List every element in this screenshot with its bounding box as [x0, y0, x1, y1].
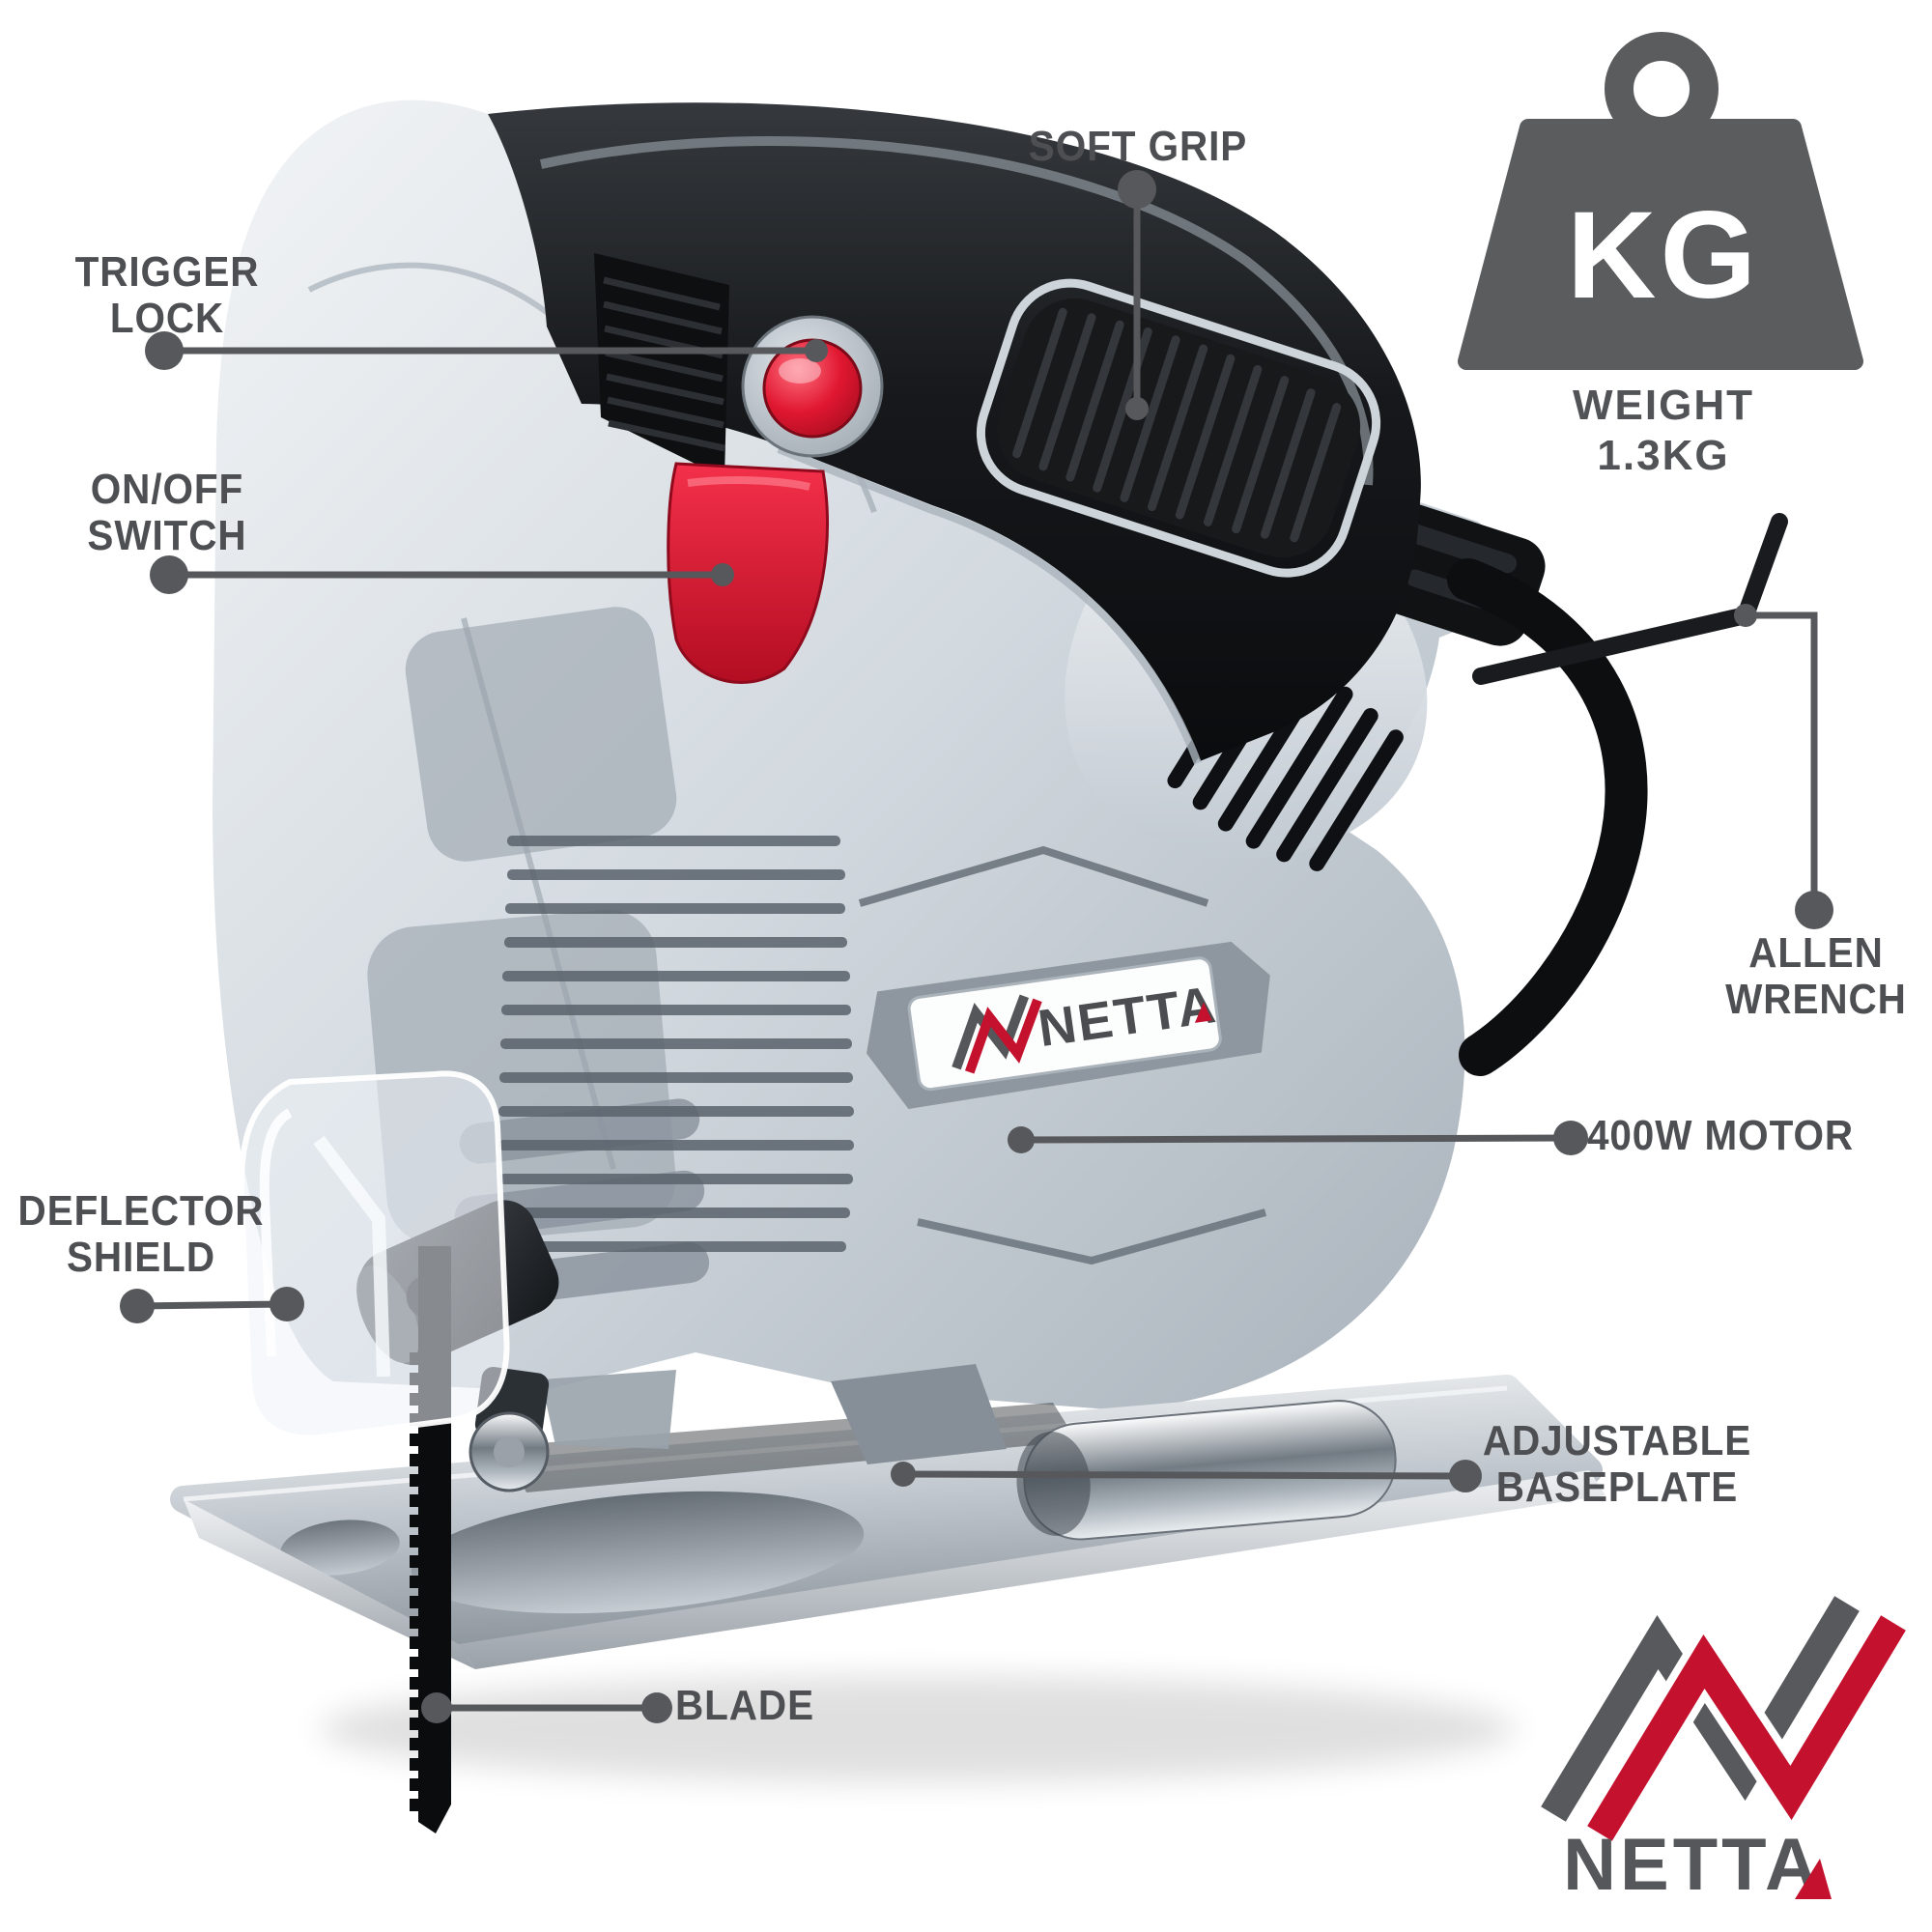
callout-allen-wrench: ALLEN WRENCH — [1665, 930, 1932, 1023]
netta-wordmark: NETTA — [1563, 1824, 1822, 1906]
allen-wrench-line — [1734, 604, 1833, 929]
on-off-switch-line — [150, 555, 734, 594]
callout-label-line: BLADE — [674, 1682, 815, 1729]
soft-grip-line — [1118, 170, 1156, 420]
power-cord — [1447, 558, 1648, 1076]
callout-on-off-switch: ON/OFF SWITCH — [14, 467, 321, 559]
ground-shadow — [319, 1676, 1517, 1782]
blade-line — [421, 1692, 672, 1723]
motor-badge: NETTA — [866, 941, 1270, 1110]
deflector-shield — [238, 1070, 510, 1441]
kg-label: KG — [1567, 186, 1760, 325]
callout-lines — [120, 170, 1833, 1723]
netta-n-mark-icon — [1534, 1592, 1913, 1845]
roller-mechanism — [469, 1364, 1397, 1541]
callout-deflector-shield: DEFLECTOR SHIELD — [0, 1188, 295, 1281]
netta-logo: NETTA — [1534, 1592, 1913, 1906]
weight-kg-icon: KG — [1458, 32, 1863, 370]
badge-n-mark-icon — [952, 994, 1042, 1074]
callout-label-line: TRIGGER — [74, 248, 260, 296]
callout-label-line: LOCK — [109, 295, 225, 342]
adjustable-baseplate-line — [891, 1460, 1482, 1492]
callout-label-line: DEFLECTOR — [17, 1187, 265, 1235]
deflector-shield-line — [120, 1287, 304, 1323]
front-vent-slots — [498, 836, 854, 1252]
weight-line1: WEIGHT — [1573, 382, 1754, 429]
callout-label-line: ON/OFF — [90, 466, 244, 513]
callout-label-line: SWITCH — [87, 512, 247, 559]
callout-adjustable-baseplate: ADJUSTABLE BASEPLATE — [1463, 1418, 1771, 1511]
callout-label-line: 400W MOTOR — [1586, 1112, 1855, 1159]
callout-label-line: BASEPLATE — [1495, 1463, 1739, 1511]
callout-trigger-lock: TRIGGER LOCK — [14, 249, 321, 342]
soft-grip-pad — [976, 278, 1381, 578]
callout-label-line: SHIELD — [67, 1234, 215, 1281]
handle-grip — [488, 102, 1421, 761]
callout-label-line: SOFT GRIP — [1028, 123, 1248, 170]
callout-label-line: ADJUSTABLE — [1482, 1417, 1752, 1464]
trigger-lock-line — [145, 331, 828, 370]
callout-blade: BLADE — [591, 1683, 898, 1729]
netta-wordmark-accent — [1795, 1859, 1832, 1899]
callout-400w-motor: 400W MOTOR — [1567, 1113, 1874, 1159]
weight-line2: 1.3KG — [1597, 432, 1729, 479]
callout-label-line: ALLEN — [1748, 929, 1884, 977]
callout-label-line: WRENCH — [1725, 976, 1907, 1023]
motor-line — [1008, 1121, 1588, 1155]
handle-rib-vent — [594, 253, 729, 478]
callout-soft-grip: SOFT GRIP — [987, 124, 1290, 170]
on-off-trigger — [667, 462, 829, 684]
